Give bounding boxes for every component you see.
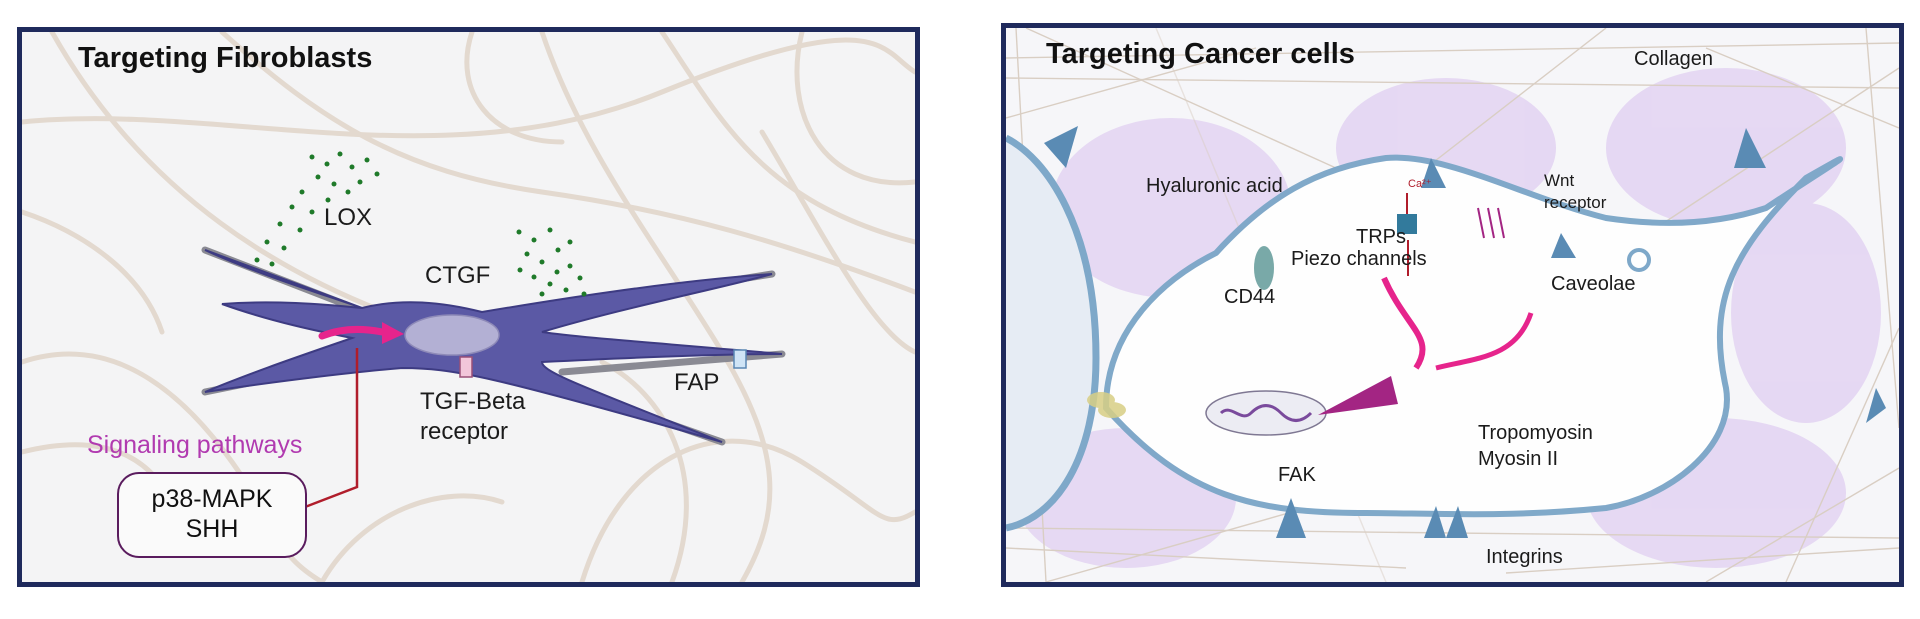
signaling-pathways-label: Signaling pathways	[87, 431, 303, 459]
fap-icon	[733, 349, 747, 369]
ctgf-dots	[516, 227, 587, 297]
pathway-shh: SHH	[185, 515, 239, 543]
myosin-label: Myosin II	[1478, 448, 1559, 470]
tgf-beta-label-line2: receptor	[420, 418, 509, 445]
collagen-label: Collagen	[1634, 48, 1713, 70]
piezo-channels-label: Piezo channels	[1291, 248, 1427, 270]
pathway-p38-mapk: p38-MAPK	[151, 485, 273, 513]
tgf-beta-label-line1: TGF-Beta	[420, 388, 526, 415]
signal-arrow-trps	[1381, 276, 1426, 370]
trps-label: TRPs	[1356, 226, 1406, 248]
lox-dots	[254, 151, 380, 267]
hyaluronic-acid-label: Hyaluronic acid	[1146, 175, 1283, 197]
integrins-label: Integrins	[1486, 546, 1563, 568]
wnt-label-line2: receptor	[1544, 193, 1607, 212]
nucleus	[404, 314, 500, 356]
lox-label: LOX	[324, 204, 373, 231]
neighbor-cell-edge	[1006, 134, 1100, 532]
focal-adhesion-icon	[1087, 392, 1126, 418]
fibroblast-panel-title: Targeting Fibroblasts	[78, 42, 373, 74]
fibroblast-panel: Targeting Fibroblasts LOX CTGF FAP TGF-B…	[17, 27, 920, 587]
fibroblast-illustration	[22, 32, 915, 582]
collagen-fibers	[22, 32, 915, 582]
cd44-label: CD44	[1224, 286, 1276, 308]
signal-arrow	[318, 325, 386, 340]
dna-helix	[1219, 404, 1313, 422]
signal-arrow-caveolae	[1435, 312, 1534, 371]
cancer-cell-illustration	[1006, 28, 1899, 582]
signal-arrowhead	[382, 322, 404, 344]
trp-channel-icon	[1397, 214, 1417, 234]
pathway-connector	[304, 348, 359, 509]
wnt-receptor-icon	[1477, 207, 1505, 239]
fak-label: FAK	[1278, 464, 1316, 486]
nucleus-dna	[1205, 390, 1327, 436]
tgf-beta-receptor-icon	[459, 356, 473, 378]
wnt-label-line1: Wnt	[1544, 171, 1575, 190]
ctgf-label: CTGF	[425, 262, 491, 289]
fibroblast-cell	[204, 249, 783, 443]
membrane-proteins	[1044, 126, 1886, 538]
tropomyosin-label: Tropomyosin	[1478, 422, 1593, 444]
fap-label: FAP	[674, 369, 720, 396]
cancer-cell-panel: Targeting Cancer cells Collagen Hyaluron…	[1001, 23, 1904, 587]
pathway-box: p38-MAPK SHH	[117, 472, 307, 558]
caveolae-label: Caveolae	[1551, 273, 1636, 295]
calcium-label: Ca²⁺	[1408, 178, 1432, 190]
cancer-panel-title: Targeting Cancer cells	[1046, 38, 1355, 70]
main-signal-arrowhead	[1318, 376, 1398, 415]
caveolae-icon	[1627, 248, 1651, 272]
cd44-icon	[1254, 246, 1274, 290]
